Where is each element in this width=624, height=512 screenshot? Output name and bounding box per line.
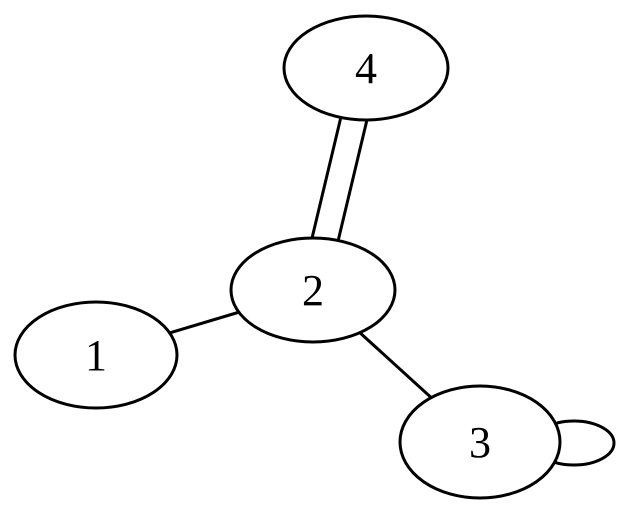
node-label-4: 4 bbox=[355, 44, 377, 93]
node-label-3: 3 bbox=[469, 418, 491, 467]
graph-node-4 bbox=[282, 14, 450, 122]
graph-node-3 bbox=[398, 384, 562, 500]
graph-node-2 bbox=[229, 236, 397, 344]
graph-node-1 bbox=[13, 300, 179, 410]
node-label-2: 2 bbox=[302, 266, 324, 315]
node-label-1: 1 bbox=[85, 331, 107, 380]
